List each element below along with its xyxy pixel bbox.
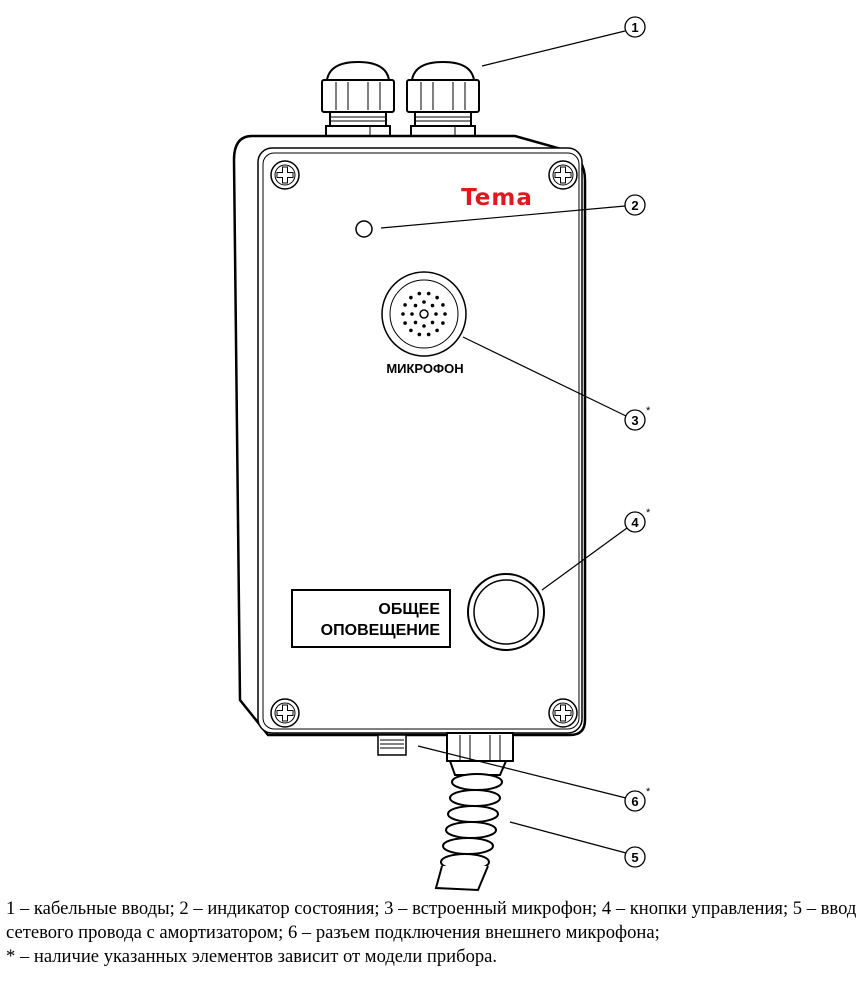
- device-diagram: Tema МИКРОФОН ОБЩЕЕ ОПОВЕЩЕНИЕ: [232, 16, 651, 892]
- screw-icon: [548, 698, 578, 728]
- grille-hole: [443, 312, 447, 316]
- leader-lines: [380, 30, 628, 854]
- callout-6: 6*: [624, 786, 651, 812]
- status-indicator: [355, 220, 373, 238]
- screw-icon: [270, 160, 300, 190]
- grille-hole: [441, 321, 445, 325]
- grille-hole: [435, 295, 439, 300]
- grille-hole: [417, 332, 422, 337]
- callout-5: 5: [624, 846, 646, 868]
- external-mic-connector: [377, 734, 407, 756]
- brand-logo: Tema: [461, 185, 533, 211]
- grille-hole: [441, 303, 445, 307]
- svg-text:*: *: [646, 786, 651, 798]
- screw-icon: [270, 698, 300, 728]
- svg-text:1: 1: [631, 20, 638, 35]
- grille-hole: [403, 303, 407, 307]
- button-label-plate: [291, 589, 451, 648]
- grille-hole: [409, 295, 413, 300]
- grille-hole: [413, 303, 418, 308]
- grille-hole: [422, 324, 426, 328]
- power-cable-strain-relief: [434, 732, 514, 892]
- general-alert-button[interactable]: [467, 573, 545, 651]
- grille-hole: [426, 291, 431, 296]
- callout-1: 1: [624, 16, 646, 38]
- cable-gland-right: [406, 60, 480, 143]
- svg-text:*: *: [646, 405, 651, 417]
- svg-text:5: 5: [631, 850, 638, 865]
- grille-hole: [426, 332, 431, 337]
- svg-text:3: 3: [631, 413, 638, 428]
- grille-hole: [403, 321, 407, 325]
- microphone-label: МИКРОФОН: [386, 361, 463, 376]
- grille-hole: [435, 328, 439, 333]
- grille-hole: [401, 312, 405, 316]
- screw-icon: [548, 160, 578, 190]
- grille-hole: [422, 300, 426, 304]
- callout-4: 4*: [624, 507, 651, 533]
- grille-hole: [413, 320, 418, 325]
- callout-2: 2: [624, 194, 646, 216]
- grille-hole: [430, 303, 435, 308]
- svg-text:2: 2: [631, 198, 638, 213]
- caption-footnote: * – наличие указанных элементов зависит …: [6, 946, 498, 967]
- figure-caption: 1 – кабельные вводы; 2 – индикатор состо…: [6, 897, 858, 969]
- svg-text:6: 6: [631, 794, 638, 809]
- grille-hole: [409, 328, 413, 333]
- button-label-line1: ОБЩЕЕ: [378, 601, 440, 618]
- grille-hole: [410, 312, 414, 316]
- svg-text:*: *: [646, 507, 651, 519]
- grille-hole: [430, 320, 435, 325]
- cable-gland-left: [321, 60, 395, 143]
- grille-hole: [434, 312, 438, 316]
- caption-legend: 1 – кабельные вводы; 2 – индикатор состо…: [6, 898, 857, 943]
- grille-hole: [417, 291, 422, 296]
- callout-3: 3*: [624, 405, 651, 431]
- microphone-grille: [381, 271, 467, 357]
- button-label-line2: ОПОВЕЩЕНИЕ: [321, 622, 441, 639]
- svg-text:4: 4: [631, 515, 639, 530]
